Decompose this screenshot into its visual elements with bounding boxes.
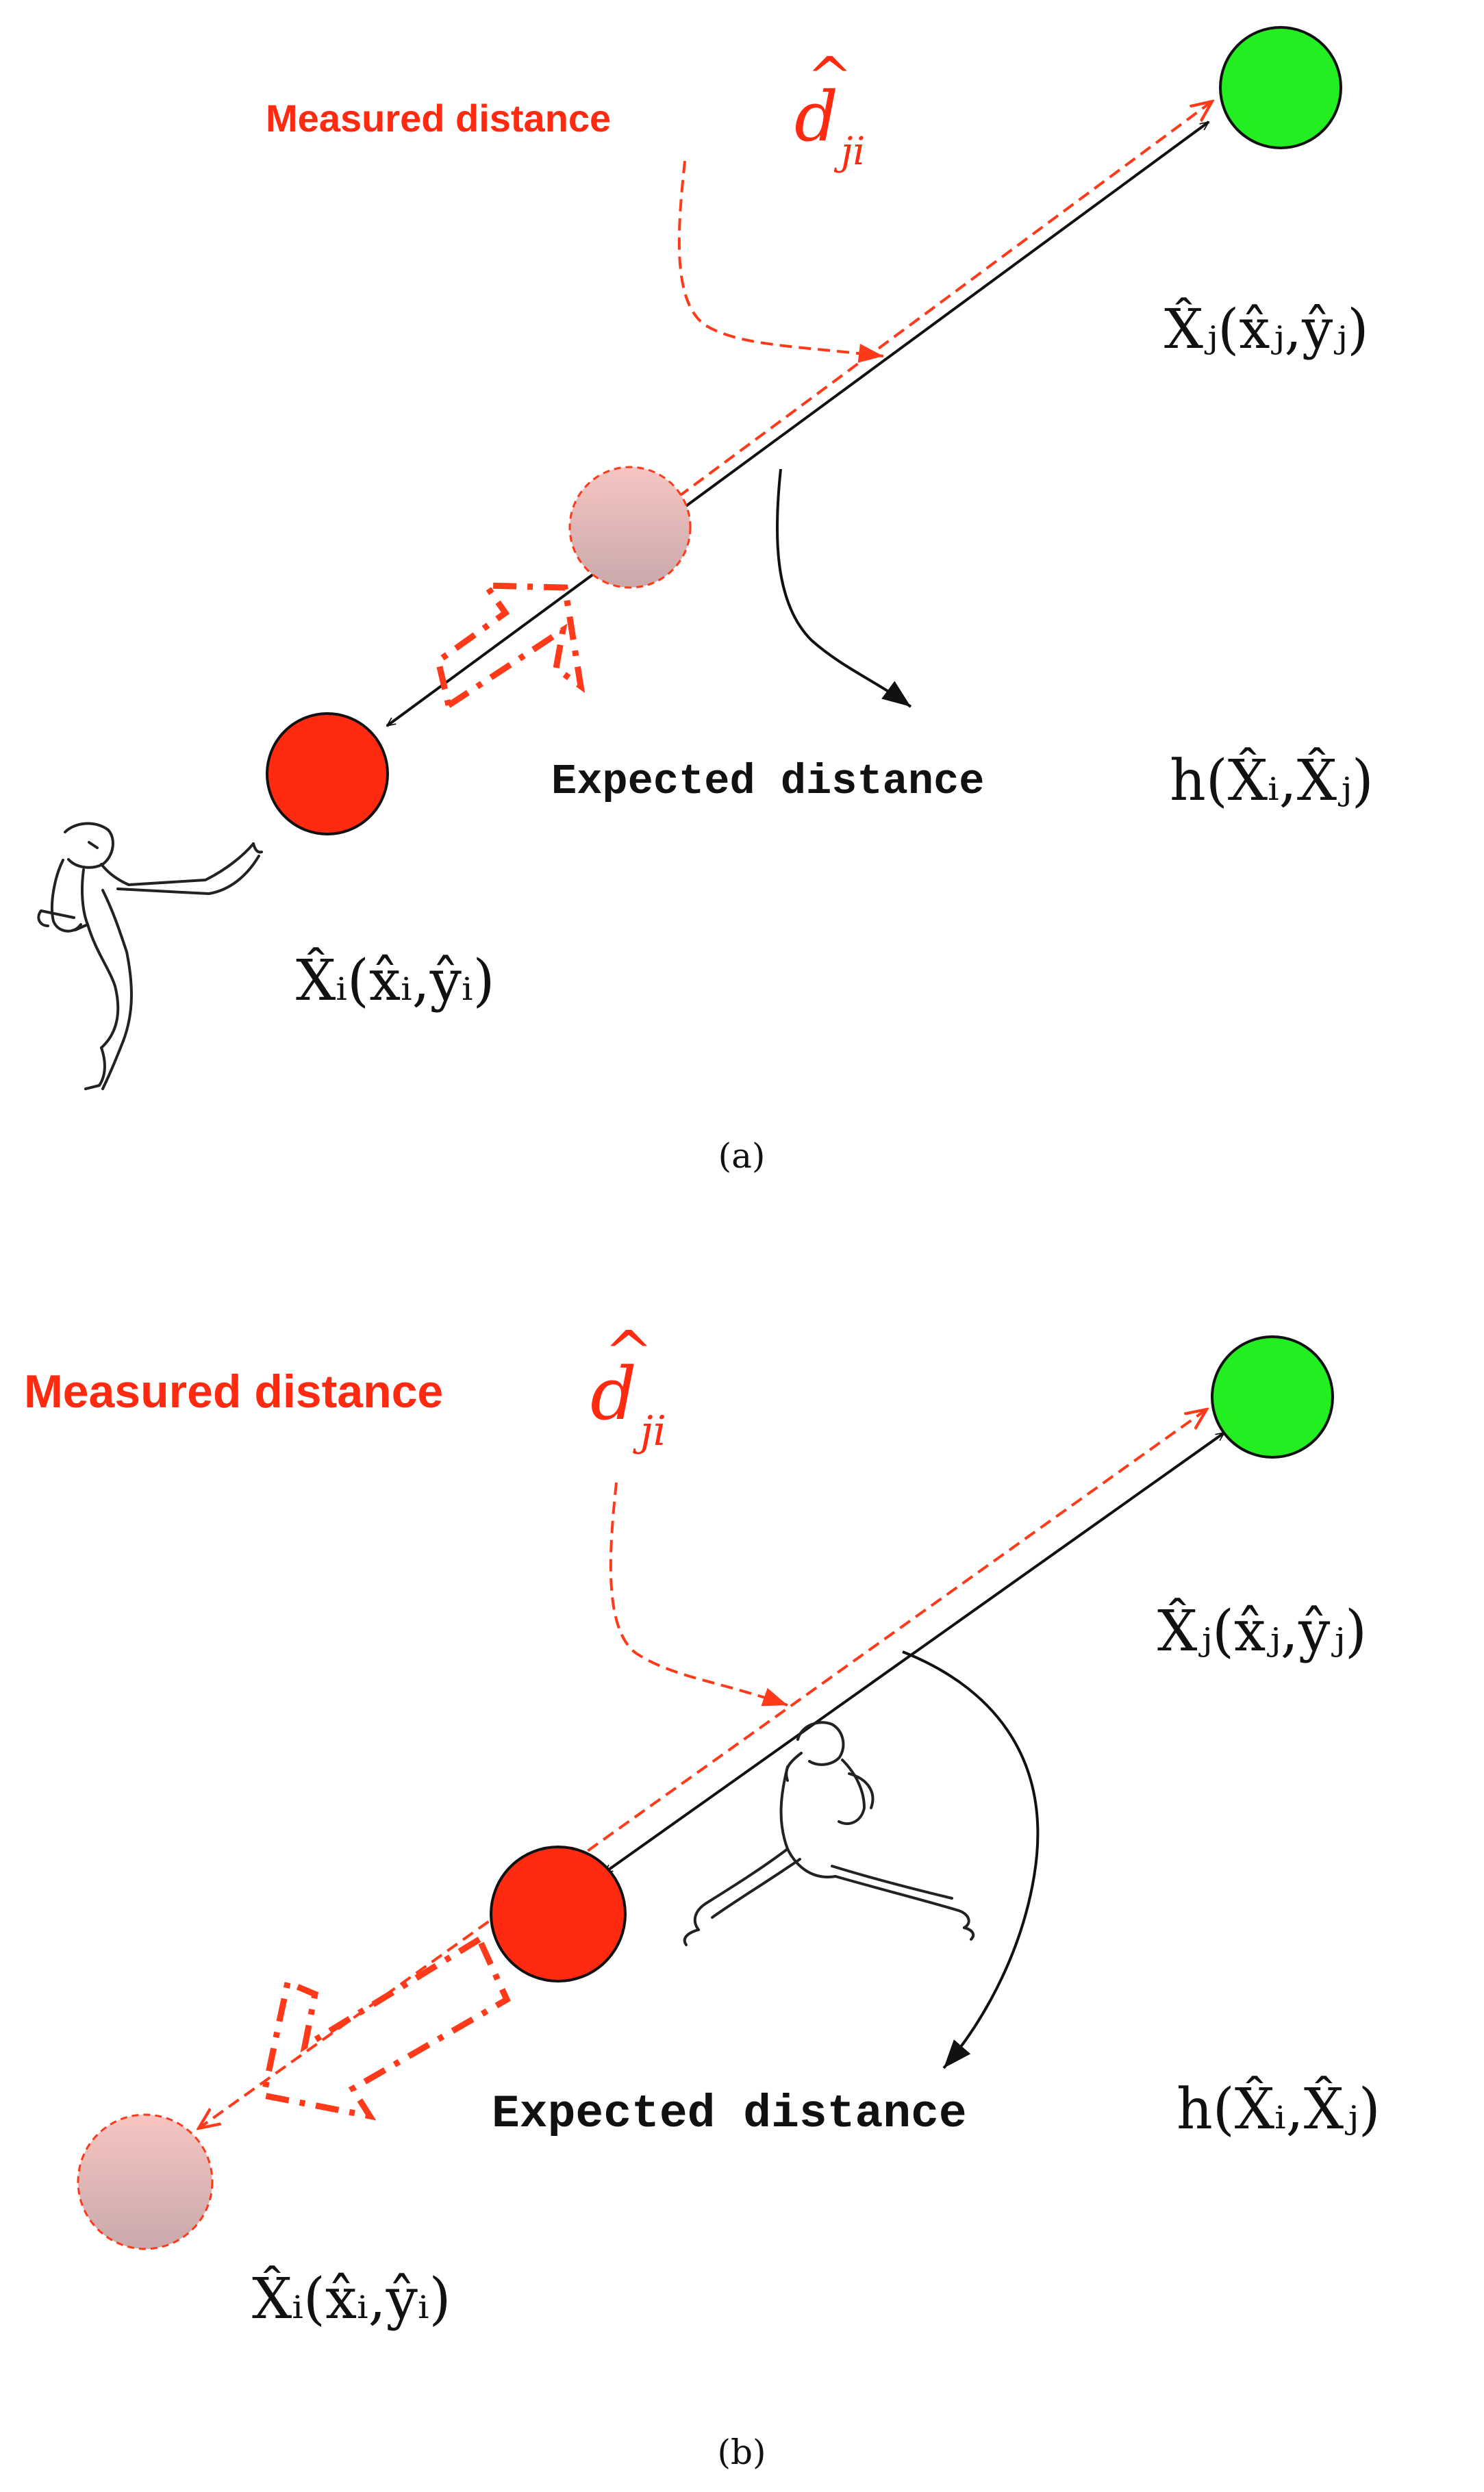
- measured-symbol-base-a: d: [794, 77, 838, 157]
- measured-symbol-sub-b: ji: [633, 1407, 666, 1455]
- measured-distance-label-a: Measured distance: [266, 97, 611, 140]
- node-i-label-a: X̂ᵢ(x̂ᵢ,ŷᵢ): [296, 947, 494, 1014]
- measured-symbol-a: ^ d ji: [794, 45, 865, 174]
- expected-distance-label-b: Expected distance: [492, 2088, 967, 2141]
- ghost-node-a: [568, 466, 692, 589]
- expected-pointer-curve-b: [902, 1650, 1040, 2069]
- expected-pointer-curve-a: [775, 468, 912, 708]
- panel-a: Measured distance ^ d ji X̂ⱼ(x̂ⱼ,ŷⱼ) Exp…: [37, 26, 1374, 1176]
- node-j-label-a: X̂ⱼ(x̂ⱼ,ŷⱼ): [1164, 296, 1369, 361]
- expected-distance-label-a: Expected distance: [551, 757, 985, 806]
- expected-distance-line-b: [604, 1431, 1224, 1874]
- measured-symbol-base-b: d: [590, 1352, 637, 1436]
- measured-symbol-hat-b: ^: [604, 1319, 653, 1387]
- displacement-arrow-a: [434, 582, 586, 711]
- expected-distance-math-b: h(X̂ᵢ,X̂ⱼ): [1177, 2076, 1381, 2142]
- node-j-b: [1211, 1335, 1334, 1459]
- node-i-b: [490, 1846, 627, 1983]
- caption-b: (b): [717, 2432, 766, 2472]
- displacement-arrow-b: [260, 1935, 511, 2121]
- ghost-node-b: [77, 2113, 214, 2250]
- measured-distance-line-a: [657, 101, 1212, 512]
- kicking-figure-icon: [683, 1721, 975, 1946]
- caption-a: (a): [718, 1136, 766, 1176]
- measured-distance-label-b: Measured distance: [24, 1365, 443, 1418]
- expected-distance-math-a: h(X̂ᵢ,X̂ⱼ): [1170, 747, 1374, 814]
- node-i-a: [266, 712, 389, 835]
- measured-pointer-curve-b: [609, 1482, 788, 1707]
- expected-distance-line-a: [387, 121, 1209, 727]
- measured-symbol-hat-a: ^: [807, 45, 853, 109]
- node-i-label-b: X̂ᵢ(x̂ᵢ,ŷᵢ): [252, 2265, 451, 2332]
- measured-symbol-b: ^ d ji: [590, 1319, 666, 1455]
- panel-b: Measured distance ^ d ji X̂ⱼ(x̂ⱼ,ŷⱼ) Exp…: [24, 1319, 1381, 2472]
- measured-distance-line-b: [199, 1409, 1207, 2128]
- node-j-a: [1219, 26, 1342, 149]
- measured-pointer-curve-a: [677, 160, 884, 363]
- node-j-label-b: X̂ⱼ(x̂ⱼ,ŷⱼ): [1157, 1598, 1367, 1664]
- kicking-figure-icon: [37, 822, 263, 1090]
